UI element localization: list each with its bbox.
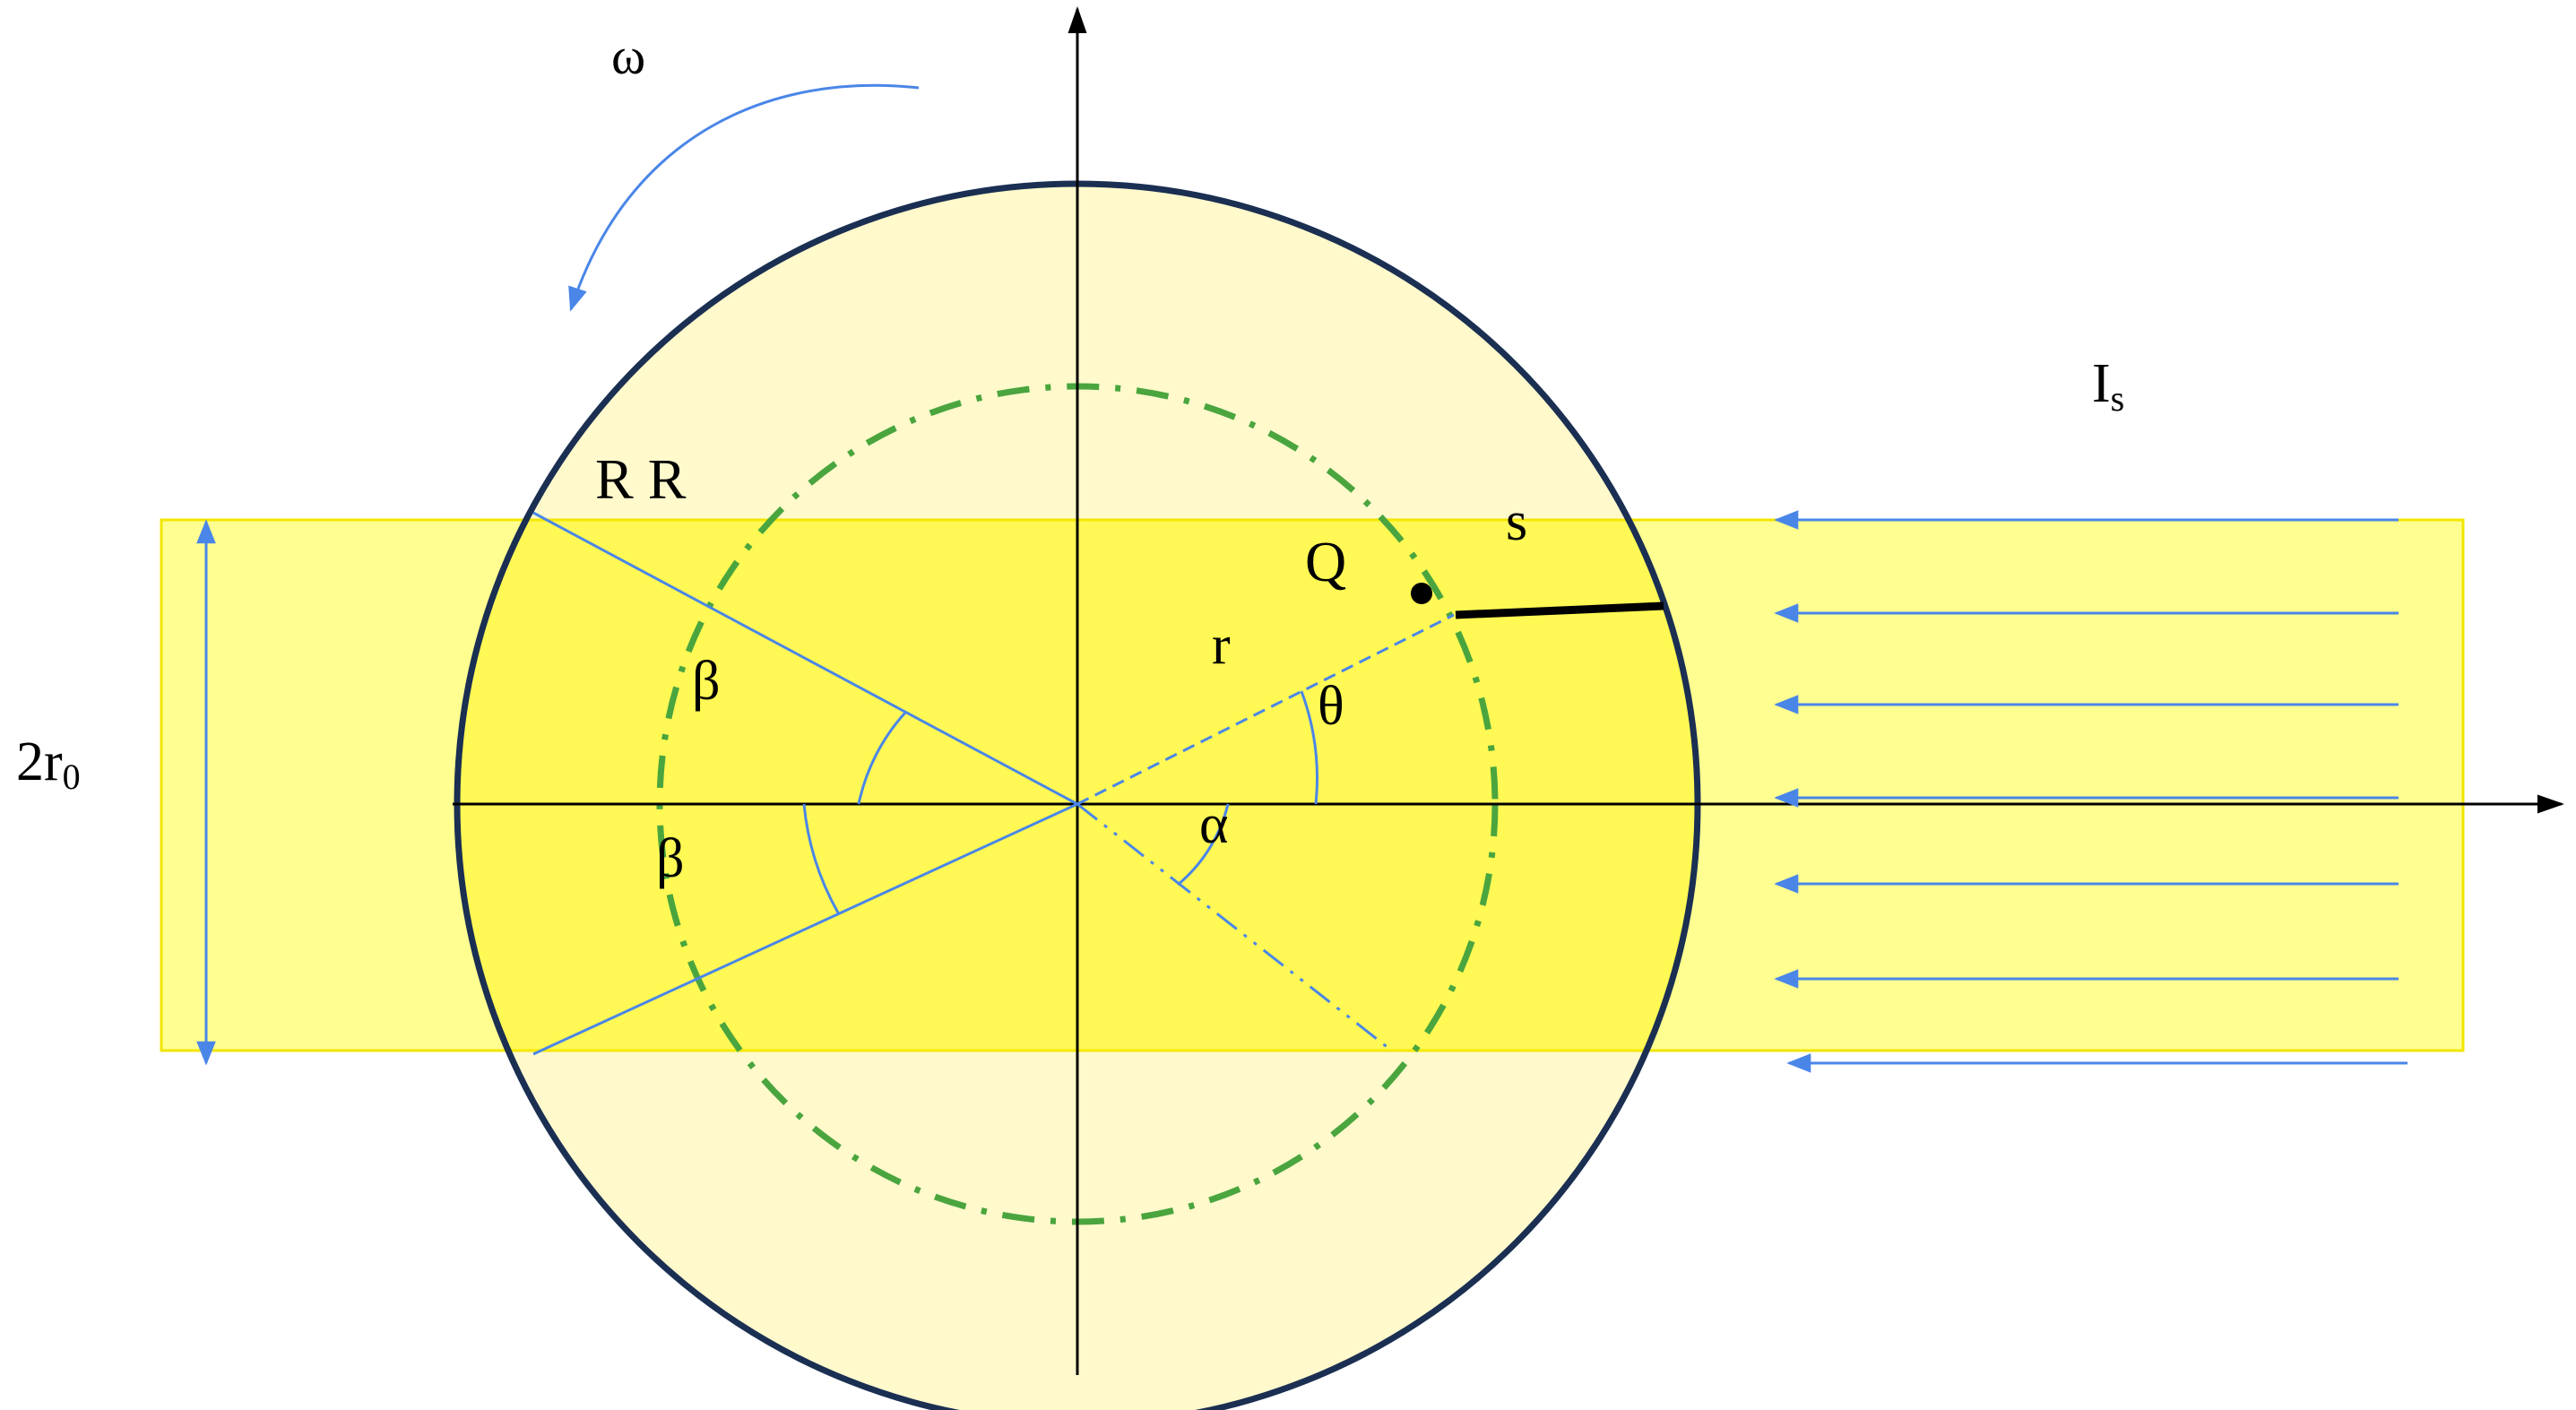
arc-beta-lower: [802, 803, 841, 915]
beam-width-subscript: 0: [63, 757, 81, 797]
alpha-label: α: [1199, 794, 1228, 855]
line-beta-lower: [532, 802, 1078, 1056]
intensity-main: I: [2092, 353, 2111, 414]
path-length-segment: [1455, 601, 1664, 619]
intensity-subscript: s: [2111, 378, 2125, 419]
beta-upper-label: β: [692, 651, 721, 712]
arc-theta: [1300, 690, 1318, 805]
radial-line-r: [1076, 613, 1455, 806]
arc-beta-upper: [857, 711, 907, 805]
point-q-label: Q: [1305, 530, 1346, 593]
radius-label: R R: [595, 447, 687, 511]
incoming-rays: [1774, 510, 2407, 1073]
line-beta-upper: [532, 511, 1078, 806]
point-q-marker: [1411, 583, 1432, 604]
theta-label: θ: [1318, 676, 1344, 737]
arc-alpha: [1177, 803, 1230, 887]
path-length-label: s: [1506, 491, 1527, 552]
light-beam: [160, 518, 2465, 1052]
beta-lower-label: β: [656, 828, 685, 889]
curved-rotation-arrow-icon: [568, 83, 920, 312]
beam-width-label: 2r0: [16, 731, 81, 797]
line-alpha: [1076, 802, 1390, 1051]
omega-label: ω: [611, 27, 645, 85]
radial-label: r: [1212, 615, 1231, 676]
intensity-label: Is: [2092, 353, 2124, 419]
beam-width-main: 2r: [16, 731, 63, 792]
